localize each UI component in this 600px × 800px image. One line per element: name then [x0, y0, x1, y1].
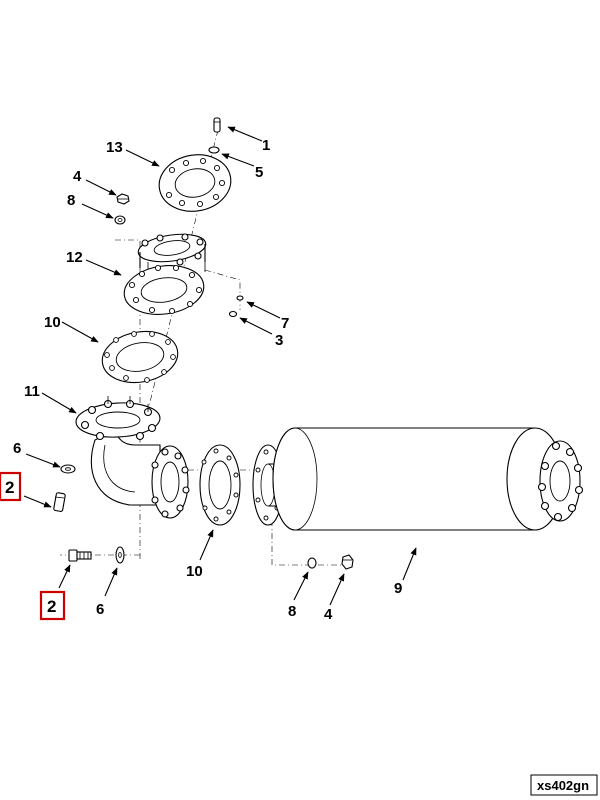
- flange-part-13: [158, 154, 232, 212]
- lockwasher-part-8-top: [114, 215, 126, 225]
- washer-part-7: [236, 295, 244, 301]
- nut-part-4-bottom: [341, 554, 354, 570]
- callout-10-bottom: 10: [186, 563, 203, 580]
- lockwasher-part-8-bottom: [307, 557, 317, 569]
- highlighted-callout-2-bottom[interactable]: 2: [39, 590, 66, 621]
- highlighted-callout-2-left[interactable]: 2: [0, 471, 22, 502]
- callout-12: 12: [66, 249, 83, 266]
- spool-section-upper: [137, 233, 207, 275]
- callout-labels: 1 5 13 4 8 12 7 3 10 11 6 6 10 8 4 9: [13, 137, 402, 623]
- bolt-part-2-bottom: [68, 549, 92, 562]
- callout-8-bottom: 8: [288, 603, 296, 620]
- bolt-part-3: [228, 310, 238, 318]
- callout-13: 13: [106, 139, 123, 156]
- bolt-part-1: [213, 117, 221, 133]
- callout-2-left: 2: [5, 478, 14, 497]
- callout-3: 3: [275, 332, 283, 349]
- gasket-part-10-side: [199, 444, 241, 526]
- callout-1: 1: [262, 137, 270, 154]
- callout-4-top: 4: [73, 168, 82, 185]
- callout-6-left: 6: [13, 440, 21, 457]
- callout-11: 11: [24, 383, 40, 400]
- nut-part-4-top: [116, 193, 130, 205]
- callout-8-top: 8: [67, 192, 75, 209]
- washer-part-6-left: [60, 464, 76, 474]
- callout-7: 7: [281, 315, 289, 332]
- flange-part-12: [123, 264, 205, 315]
- callout-6-bottom: 6: [96, 601, 104, 618]
- callout-9: 9: [394, 580, 402, 597]
- callout-10-top: 10: [44, 314, 61, 331]
- leader-arrows: [23, 126, 417, 606]
- elbow-part-11: [75, 396, 190, 519]
- callout-5: 5: [255, 164, 263, 181]
- washer-part-5: [208, 146, 220, 154]
- muffler-part-9: [272, 427, 584, 531]
- callout-2-bottom: 2: [47, 597, 56, 616]
- drawing-code-box: xs402gn: [530, 774, 598, 796]
- washer-part-6-bottom: [115, 546, 125, 564]
- drawing-code: xs402gn: [537, 778, 589, 793]
- callout-4-bottom: 4: [324, 606, 333, 623]
- bolt-part-2-left: [53, 492, 66, 512]
- gasket-part-10-top: [101, 330, 179, 384]
